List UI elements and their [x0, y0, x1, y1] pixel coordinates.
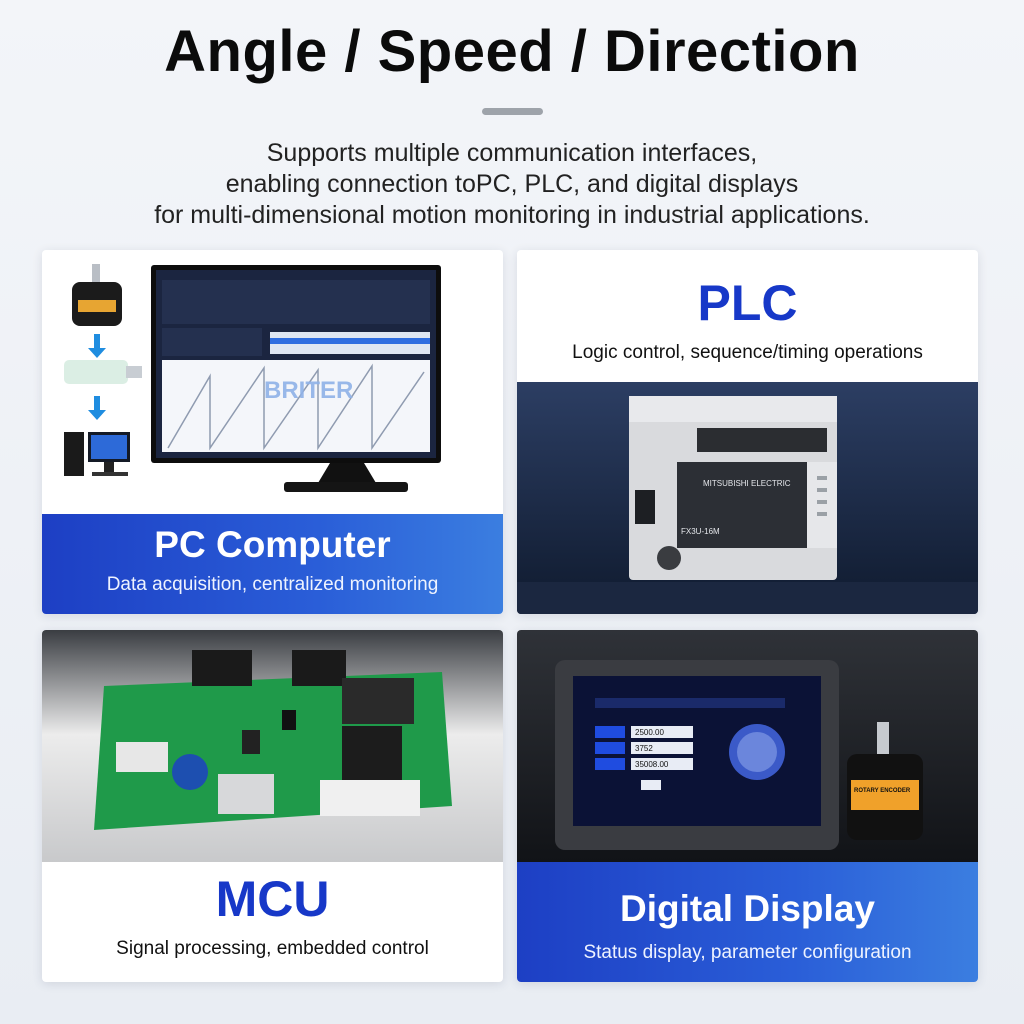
arrow-down-icon	[88, 396, 106, 420]
subtitle-line-2: enabling connection toPC, PLC, and digit…	[225, 170, 799, 198]
mcu-card: MCU Signal processing, embedded control	[42, 630, 503, 982]
mcu-illustration	[42, 630, 503, 862]
title-divider	[482, 108, 543, 115]
pc-label-band: PC Computer Data acquisition, centralize…	[42, 514, 503, 614]
screen-watermark: BRITER	[264, 377, 353, 404]
circuit-board	[94, 650, 452, 830]
hmi-panel	[555, 660, 839, 850]
display-readout-1: 2500.00	[635, 728, 664, 737]
pc-title: PC Computer	[154, 524, 391, 565]
plc-device	[629, 396, 837, 580]
digital-display-card: 2500.00 3752 35008.00 ROTARY ENCODER Dig…	[517, 630, 978, 982]
desktop-computer-icon	[64, 432, 130, 476]
pc-description: Data acquisition, centralized monitoring	[106, 574, 439, 595]
rotary-encoder	[847, 722, 923, 840]
arrow-down-icon	[88, 334, 106, 358]
subtitle-line-1: Supports multiple communication interfac…	[266, 139, 758, 167]
mcu-title: MCU	[215, 871, 330, 927]
plc-description: Logic control, sequence/timing operation…	[572, 342, 923, 363]
page-title: Angle / Speed / Direction	[164, 19, 860, 84]
pc-illustration: BRITER	[64, 264, 441, 492]
encoder-icon	[72, 264, 122, 326]
mcu-description: Signal processing, embedded control	[116, 938, 429, 959]
display-label-band: Digital Display Status display, paramete…	[517, 862, 978, 982]
mcu-label-area: MCU Signal processing, embedded control	[42, 862, 503, 960]
pc-computer-card: BRITER PC Computer Data acquisition, cen…	[42, 250, 503, 614]
subtitle-line-3: for multi-dimensional motion monitoring …	[154, 201, 870, 229]
display-readout-3: 35008.00	[635, 760, 669, 769]
monitor	[151, 265, 441, 492]
plc-illustration: MITSUBISHI ELECTRIC FX3U-16M	[517, 382, 978, 614]
usb-converter-icon	[64, 360, 142, 384]
display-readout-2: 3752	[635, 744, 653, 753]
plc-model-label: FX3U-16M	[681, 527, 720, 536]
plc-brand-label: MITSUBISHI ELECTRIC	[703, 479, 791, 488]
display-illustration: 2500.00 3752 35008.00 ROTARY ENCODER	[517, 630, 978, 862]
display-title: Digital Display	[620, 888, 875, 929]
plc-title: PLC	[697, 275, 798, 331]
encoder-label: ROTARY ENCODER	[854, 788, 911, 794]
plc-card: PLC Logic control, sequence/timing opera…	[517, 250, 978, 614]
display-description: Status display, parameter configuration	[583, 942, 912, 963]
page-subtitle: Supports multiple communication interfac…	[60, 138, 964, 231]
